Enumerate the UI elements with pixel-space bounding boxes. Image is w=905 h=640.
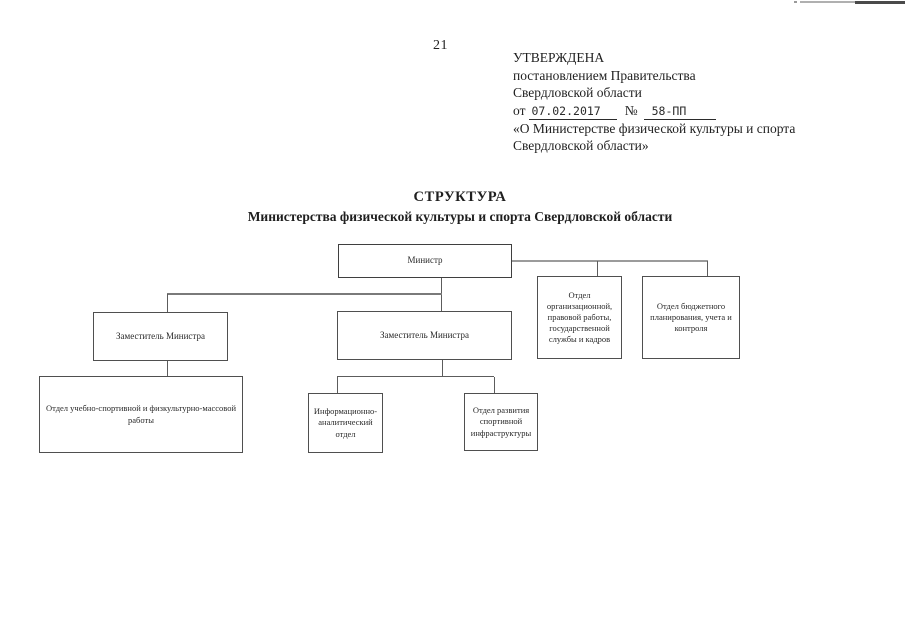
connector-drop-info-dept [337, 377, 338, 393]
connector-minister-to-right-depts [512, 260, 708, 262]
approval-line-ministry-quote: «О Министерстве физической культуры и сп… [513, 120, 796, 136]
connector-drop-infra-dept [494, 377, 495, 393]
approval-date-prefix: от [513, 102, 526, 118]
connector-minister-down [441, 278, 442, 312]
org-node-dept-info-analytics: Информационно-аналитический отдел [308, 393, 383, 453]
org-node-deputy-minister-1: Заместитель Министра [93, 312, 228, 361]
document-title: СТРУКТУРА Министерства физической культу… [15, 189, 905, 225]
approval-line-region: Свердловской области [513, 85, 642, 101]
approval-block: УТВЕРЖДЕНА постановлением Правительства … [513, 49, 883, 155]
scan-artifact-dot [794, 1, 797, 3]
approval-line-approved: УТВЕРЖДЕНА [513, 50, 605, 65]
connector-deputy-left-down [167, 361, 168, 376]
approval-date-value: 07.02.2017 [529, 104, 617, 120]
connector-deputy-center-down [442, 360, 443, 377]
connector-drop-budget-dept [707, 261, 708, 276]
org-node-deputy-minister-2: Заместитель Министра [337, 311, 512, 360]
org-node-dept-sport-infra: Отдел развития спортивной инфраструктуры [464, 393, 538, 451]
title-heading: СТРУКТУРА [413, 189, 507, 205]
scan-artifact-line-dark [855, 1, 905, 4]
org-node-minister: Министр [338, 244, 512, 278]
page-number: 21 [433, 38, 448, 53]
approval-line-region-quote: Свердловской области» [513, 138, 649, 154]
connector-drop-org-dept [597, 261, 598, 276]
org-node-dept-budget: Отдел бюджетного планирования, учета и к… [642, 276, 740, 359]
org-node-dept-training-mass: Отдел учебно-спортивной и физкультурно-м… [39, 376, 243, 453]
org-node-dept-org-legal: Отдел организационной, правовой работы, … [537, 276, 622, 359]
connector-bottom-horizontal [337, 376, 494, 377]
connector-deputies-horizontal [167, 293, 442, 295]
connector-drop-deputy-left [167, 294, 168, 312]
scan-artifact-line-light [800, 1, 855, 3]
approval-number-value: 58-ПП [643, 104, 717, 120]
approval-number-sign: № [624, 102, 638, 118]
title-subheading: Министерства физической культуры и спорт… [247, 209, 673, 224]
approval-line-resolution: постановлением Правительства [513, 67, 696, 83]
